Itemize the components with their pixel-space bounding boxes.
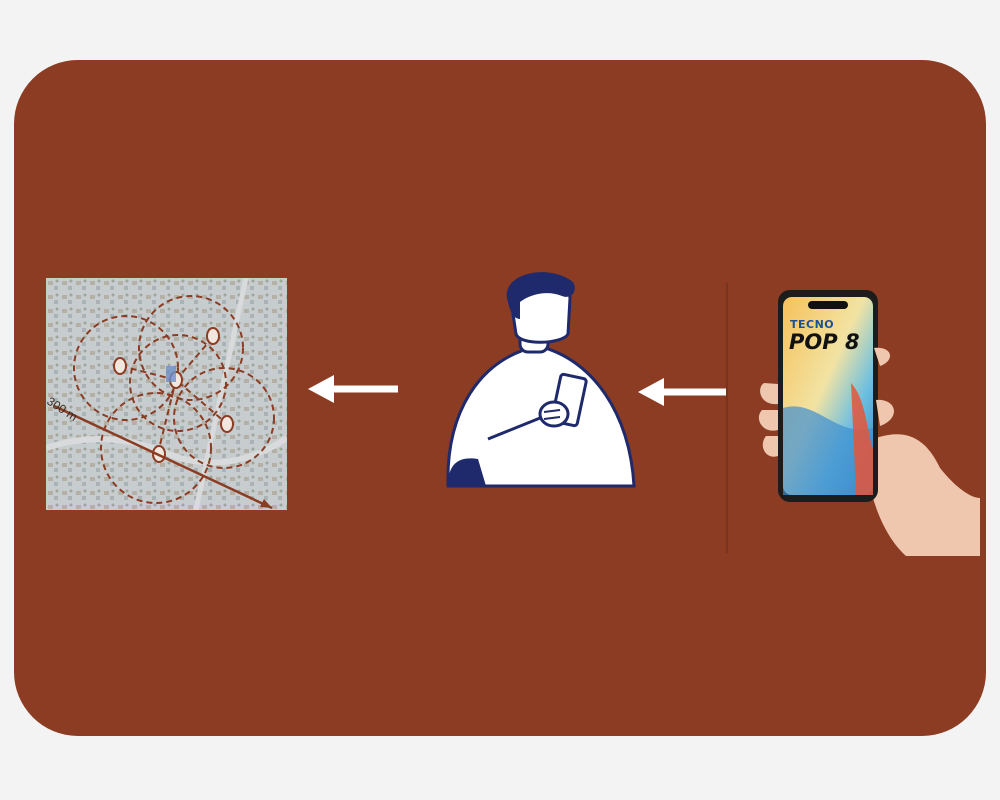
- phone-model-text: POP 8: [789, 330, 860, 354]
- map-image: 300 m: [46, 278, 287, 510]
- hand-holding-smartphone-icon: [758, 290, 980, 556]
- map-with-sampling-circles-icon: [46, 278, 287, 510]
- arrow-left-to-person-icon: [638, 378, 728, 406]
- divider-line: [726, 283, 728, 553]
- arrow-left-to-map-icon: [308, 375, 398, 403]
- phone-brand-text: TECNO: [790, 318, 835, 331]
- person-holding-phone-icon: [446, 272, 636, 488]
- hand-holding-smartphone: [756, 288, 980, 556]
